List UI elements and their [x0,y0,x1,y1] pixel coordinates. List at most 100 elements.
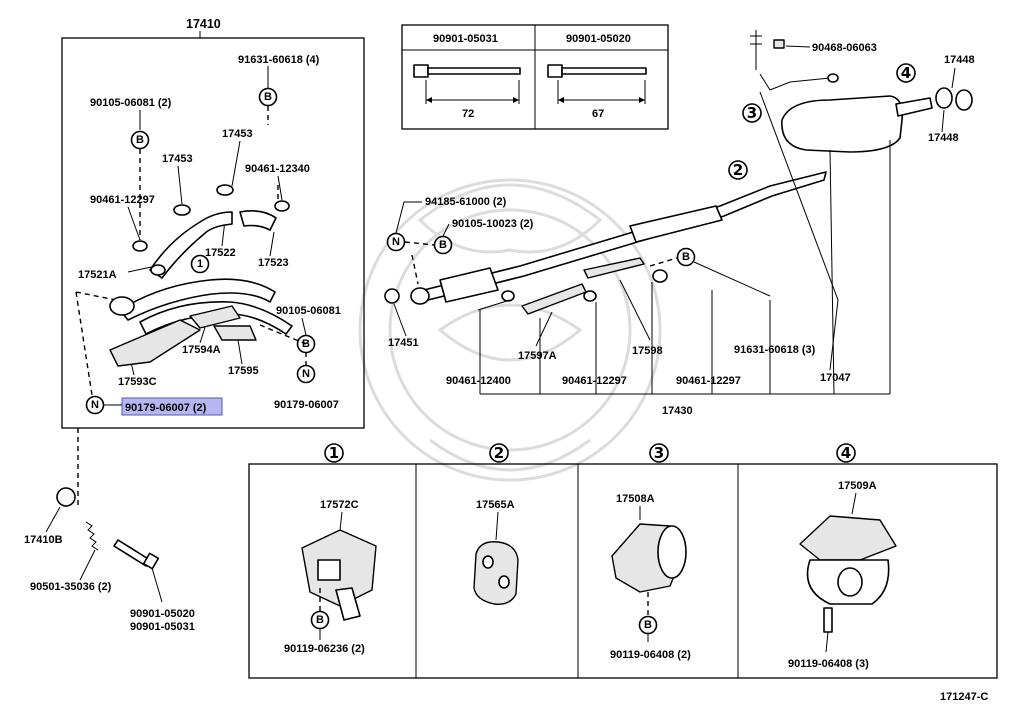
label-17572c[interactable]: 17572C [320,499,359,511]
label-91631-60618-3[interactable]: 91631-60618 (3) [734,344,816,356]
clamp-17453-b [173,204,191,216]
svg-text:N: N [302,368,310,380]
label-90901-05031[interactable]: 90901-05031 [130,621,195,633]
svg-text:4: 4 [901,64,911,82]
b-marker-left [130,130,150,150]
n-marker-left [85,395,105,415]
label-17410[interactable]: 17410 [186,17,221,31]
svg-text:2: 2 [494,444,504,462]
svg-text:B: B [316,614,324,626]
svg-text:3: 3 [654,444,664,462]
b-marker-top [258,87,278,107]
hanger-bolt [750,30,762,70]
label-17593c[interactable]: 17593C [118,376,157,388]
bracket-17595 [213,325,257,341]
label-94185-61000[interactable]: 94185-61000 (2) [425,196,507,208]
flange-17521a [109,296,135,316]
svg-text:B: B [302,338,310,350]
svg-text:N: N [91,399,99,411]
svg-text:B: B [644,619,652,631]
label-17448-a[interactable]: 17448 [944,54,975,66]
label-17523[interactable]: 17523 [258,257,289,269]
label-17594a[interactable]: 17594A [182,344,221,356]
label-17522[interactable]: 17522 [205,247,236,259]
label-17453-b[interactable]: 17453 [162,153,193,165]
label-90461-12297-mid[interactable]: 90461-12297 [562,375,627,387]
resonator-front [439,267,499,303]
bolt-left-code[interactable]: 90901-05031 [433,33,498,45]
label-90119-06408-3[interactable]: 90119-06408 (3) [788,658,869,670]
label-90461-12297-left[interactable]: 90461-12297 [90,194,155,206]
svg-text:B: B [439,239,447,251]
subassembly-17410: 17410 91631-60618 (4) 90105-06081 (2) 17… [61,17,365,429]
bracket-17594a [189,305,241,329]
bracket-17597a [521,283,587,315]
callout-3-marker [742,103,762,123]
callout-2-marker [728,160,748,180]
hanger-wire [759,73,831,91]
label-17598[interactable]: 17598 [632,345,663,357]
label-17565a[interactable]: 17565A [476,499,515,511]
label-90119-06236[interactable]: 90119-06236 (2) [284,643,365,655]
hose-17523 [239,210,277,231]
svg-text:N: N [392,236,400,248]
resonator-center [629,205,723,243]
label-90461-12400[interactable]: 90461-12400 [446,375,511,387]
label-90119-06408-2[interactable]: 90119-06408 (2) [610,649,691,661]
clamp-17521a [150,264,166,276]
bracket-17593c [109,319,201,367]
label-90105-06081[interactable]: 90105-06081 [276,305,341,317]
detail-3-b-marker [638,615,658,635]
callout-1-marker [190,254,210,274]
bolt-length-table: 90901-05031 90901-05020 72 67 [401,24,669,130]
pipe-17521a-upper [119,278,276,321]
label-17595[interactable]: 17595 [228,365,259,377]
spring-90501 [85,521,99,551]
joint-hardware: 17410B 90501-35036 (2) 90901-05020 90901… [24,428,195,633]
label-17453-a[interactable]: 17453 [222,128,253,140]
detail-1-b-marker [310,610,330,630]
b-marker-rear [676,247,696,267]
detail-2-marker [489,443,509,463]
label-17508a[interactable]: 17508A [616,493,655,505]
b-marker-main [433,235,453,255]
svg-text:B: B [264,91,272,103]
label-90501-35036[interactable]: 90501-35036 (2) [30,581,112,593]
flange-main [410,287,430,305]
label-90901-05020[interactable]: 90901-05020 [130,608,195,620]
bolt-90119-06408 [823,607,833,633]
gasket-17451 [384,288,400,304]
label-91631-60618-4[interactable]: 91631-60618 (4) [238,54,320,66]
label-17451[interactable]: 17451 [388,337,419,349]
rubber-hanger-17565a [473,541,519,605]
bolt-right-code[interactable]: 90901-05020 [566,33,631,45]
label-90105-10023[interactable]: 90105-10023 (2) [452,218,534,230]
bolt-90901 [113,539,151,567]
label-90461-12297-right[interactable]: 90461-12297 [676,375,741,387]
label-90461-12340[interactable]: 90461-12340 [245,163,310,175]
label-17448-b[interactable]: 17448 [928,132,959,144]
label-90468-06063[interactable]: 90468-06063 [812,42,877,54]
detail-1-marker [324,443,344,463]
mount-17509a-plate [799,515,897,561]
tip-17448-a [935,87,953,109]
clamp-90461-12297 [132,240,148,252]
svg-text:B: B [136,134,144,146]
label-17430[interactable]: 17430 [662,405,693,417]
clamp-90461-12340 [274,200,290,212]
label-17047[interactable]: 17047 [820,372,851,384]
label-17597a[interactable]: 17597A [518,350,557,362]
label-90105-06081-2[interactable]: 90105-06081 (2) [90,97,172,109]
gasket-17410b [56,487,76,507]
label-17410b[interactable]: 17410B [24,534,63,546]
watermark-emblem [358,178,662,482]
bracket-17598 [583,257,645,279]
label-17509a[interactable]: 17509A [838,480,877,492]
label-17521a[interactable]: 17521A [78,269,117,281]
subassembly-frame [61,37,365,429]
label-90179-06007-2[interactable]: 90179-06007 (2) [125,402,207,414]
label-90179-06007[interactable]: 90179-06007 [274,399,339,411]
n-marker-main [386,232,406,252]
bolt-67-length: 67 [592,108,604,120]
